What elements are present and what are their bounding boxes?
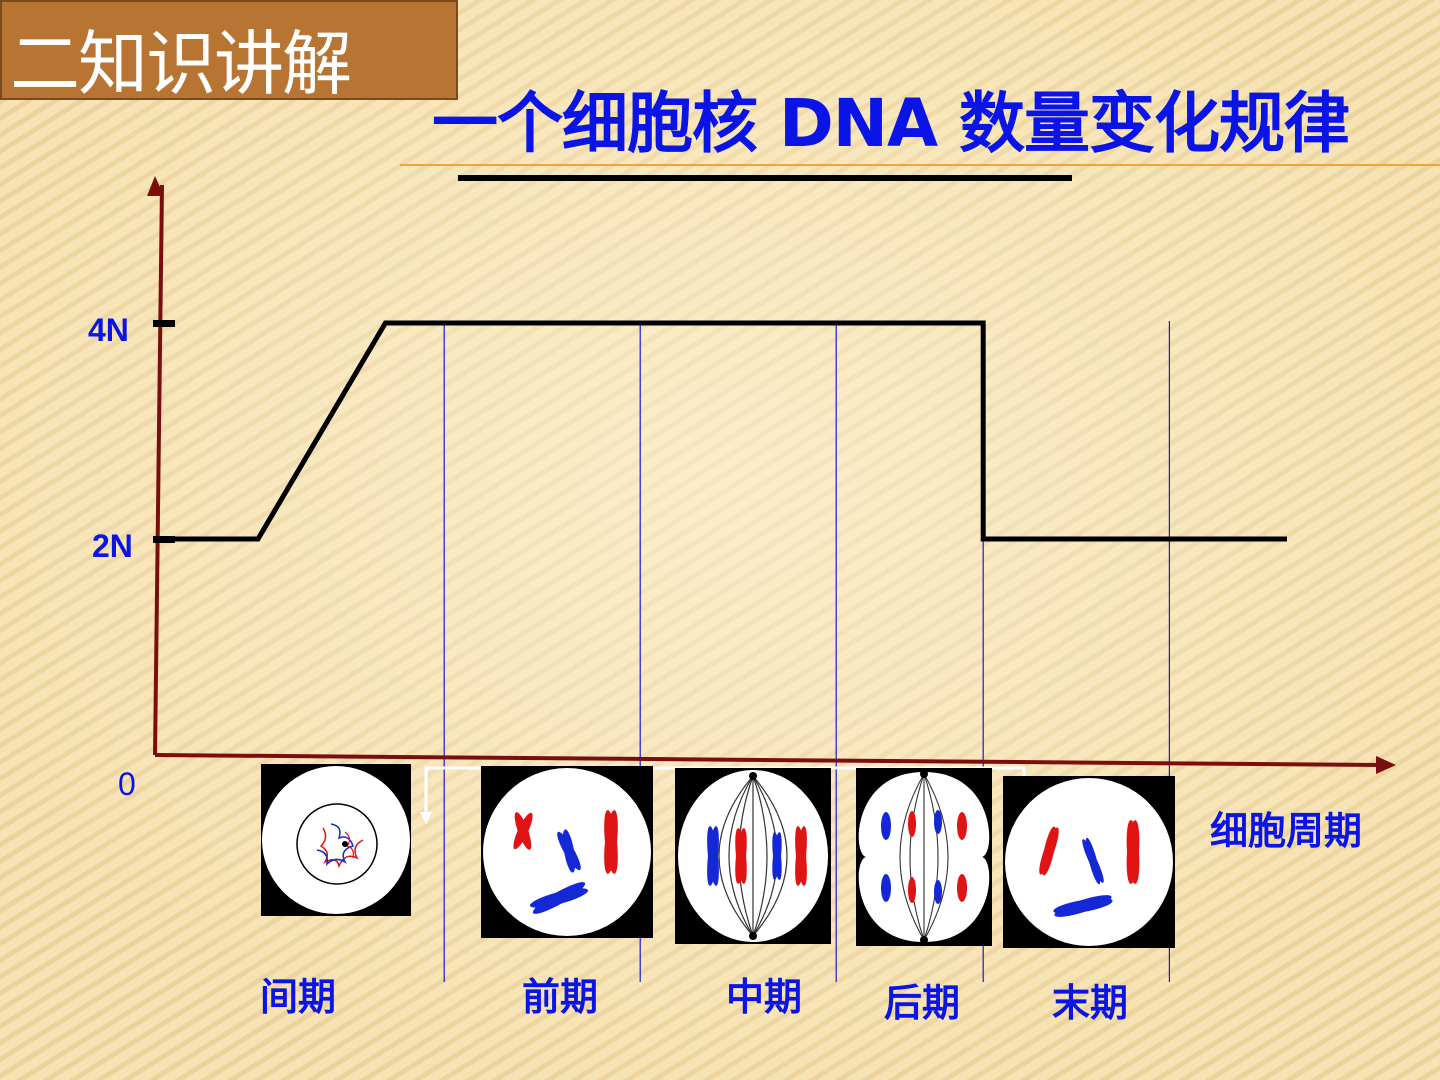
phase-label-anaphase: 后期: [884, 981, 961, 1025]
phase-label-telophase: 末期: [1052, 981, 1129, 1025]
ytick-label-4n: 4N: [88, 312, 129, 348]
x-axis-title: 细胞周期: [1210, 809, 1363, 853]
telophase-cell-icon: [1003, 776, 1175, 948]
interphase-cell-icon: [261, 764, 411, 916]
phase-label-prophase: 前期: [522, 975, 599, 1019]
section-badge: 二知识讲解: [0, 0, 458, 105]
dna-series-line-0: [160, 320, 1287, 542]
title-divider: [400, 164, 1440, 166]
origin-label: 0: [118, 766, 136, 802]
x-axis-arrow: [1376, 756, 1396, 774]
anaphase-cell-icon: [856, 768, 992, 946]
x-axis: [154, 753, 1381, 767]
page-title: 一个细胞核 DNA 数量变化规律: [432, 85, 1350, 162]
ytick-label-2n: 2N: [92, 528, 133, 564]
section-label: 二知识讲解: [10, 23, 352, 105]
title-underline: [458, 175, 1072, 181]
phase-label-metaphase: 中期: [726, 975, 803, 1019]
prophase-cell-icon: [481, 766, 653, 938]
y-axis: [153, 184, 164, 756]
ytick-mark-4n: [153, 320, 175, 327]
phase-label-interphase: 间期: [260, 975, 337, 1019]
phase-bracket-arrow: [420, 812, 432, 824]
metaphase-cell-icon: [675, 768, 831, 944]
y-axis-arrow: [147, 176, 164, 196]
